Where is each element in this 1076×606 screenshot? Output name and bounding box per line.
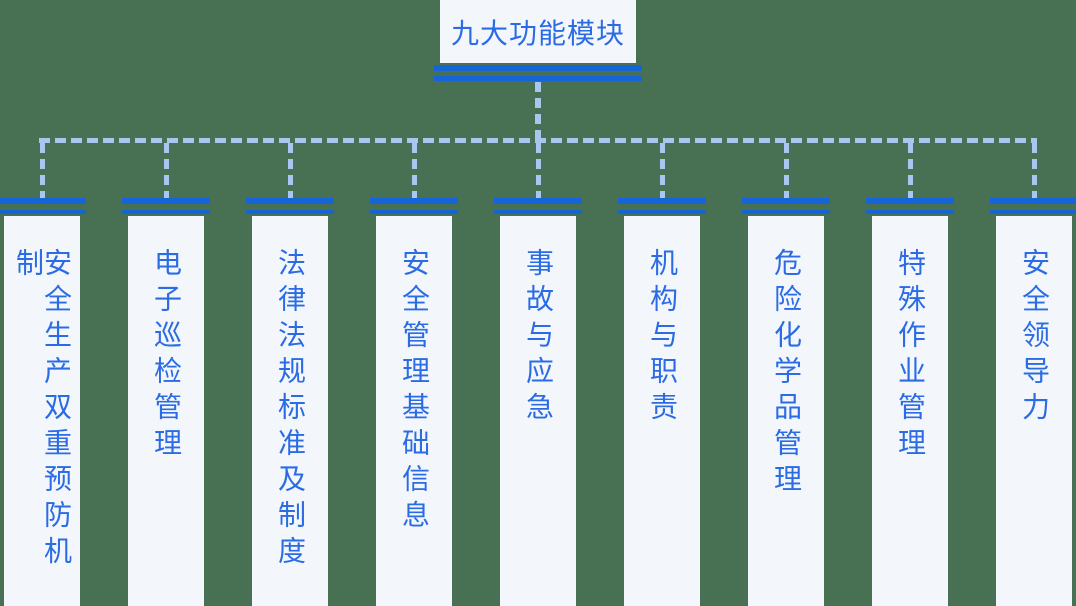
column-top-bar-thick <box>122 198 210 204</box>
column-top-bar-thick <box>990 198 1076 204</box>
module-label: 安全生产双重预防机制 <box>13 248 72 572</box>
column-connector-drop <box>907 143 913 198</box>
column-top-bar-thin <box>122 210 210 214</box>
column-top-bar-thick <box>246 198 334 204</box>
column-top-bar-thick <box>866 198 954 204</box>
module-column-7: 危险化学品管理 <box>742 143 830 606</box>
column-top-bar-thick <box>742 198 830 204</box>
module-column-9: 安全领导力 <box>990 143 1076 606</box>
module-column-4: 安全管理基础信息 <box>370 143 458 606</box>
column-top-bar-thin <box>0 210 86 214</box>
column-connector-drop <box>1031 143 1037 198</box>
module-box: 机构与职责 <box>624 216 700 606</box>
root-node-label: 九大功能模块 <box>450 17 625 49</box>
module-column-2: 电子巡检管理 <box>122 143 210 606</box>
module-box: 安全生产双重预防机制 <box>4 216 80 606</box>
module-box: 特殊作业管理 <box>872 216 948 606</box>
column-connector-drop <box>287 143 293 198</box>
module-box: 安全管理基础信息 <box>376 216 452 606</box>
connector-horizontal-line <box>39 138 1037 143</box>
root-underline-thin <box>434 76 642 81</box>
column-top-bar-thin <box>618 210 706 214</box>
column-top-bar-thick <box>618 198 706 204</box>
column-connector-drop <box>39 143 45 198</box>
root-connector-stub <box>535 82 541 139</box>
module-label: 机构与职责 <box>647 248 678 428</box>
module-column-1: 安全生产双重预防机制 <box>0 143 86 606</box>
module-column-8: 特殊作业管理 <box>866 143 954 606</box>
column-top-bar-thin <box>742 210 830 214</box>
module-column-3: 法律法规标准及制度 <box>246 143 334 606</box>
module-column-5: 事故与应急 <box>494 143 582 606</box>
module-box: 电子巡检管理 <box>128 216 204 606</box>
column-top-bar-thin <box>494 210 582 214</box>
column-connector-drop <box>163 143 169 198</box>
column-connector-drop <box>659 143 665 198</box>
column-connector-drop <box>535 143 541 198</box>
module-label: 危险化学品管理 <box>771 248 802 500</box>
column-top-bar-thick <box>370 198 458 204</box>
column-top-bar-thin <box>866 210 954 214</box>
root-node: 九大功能模块 <box>440 0 636 63</box>
module-label: 电子巡检管理 <box>151 248 182 464</box>
module-label: 法律法规标准及制度 <box>275 248 306 572</box>
module-label: 安全领导力 <box>1019 248 1050 428</box>
root-underline-thick <box>434 65 642 71</box>
column-top-bar-thin <box>990 210 1076 214</box>
module-column-6: 机构与职责 <box>618 143 706 606</box>
column-connector-drop <box>783 143 789 198</box>
module-label: 特殊作业管理 <box>895 248 926 464</box>
module-box: 法律法规标准及制度 <box>252 216 328 606</box>
module-label: 事故与应急 <box>523 248 554 428</box>
module-box: 危险化学品管理 <box>748 216 824 606</box>
module-box: 安全领导力 <box>996 216 1072 606</box>
column-top-bar-thick <box>0 198 86 204</box>
module-box: 事故与应急 <box>500 216 576 606</box>
module-label: 安全管理基础信息 <box>399 248 430 536</box>
column-connector-drop <box>411 143 417 198</box>
column-top-bar-thick <box>494 198 582 204</box>
column-top-bar-thin <box>246 210 334 214</box>
column-top-bar-thin <box>370 210 458 214</box>
